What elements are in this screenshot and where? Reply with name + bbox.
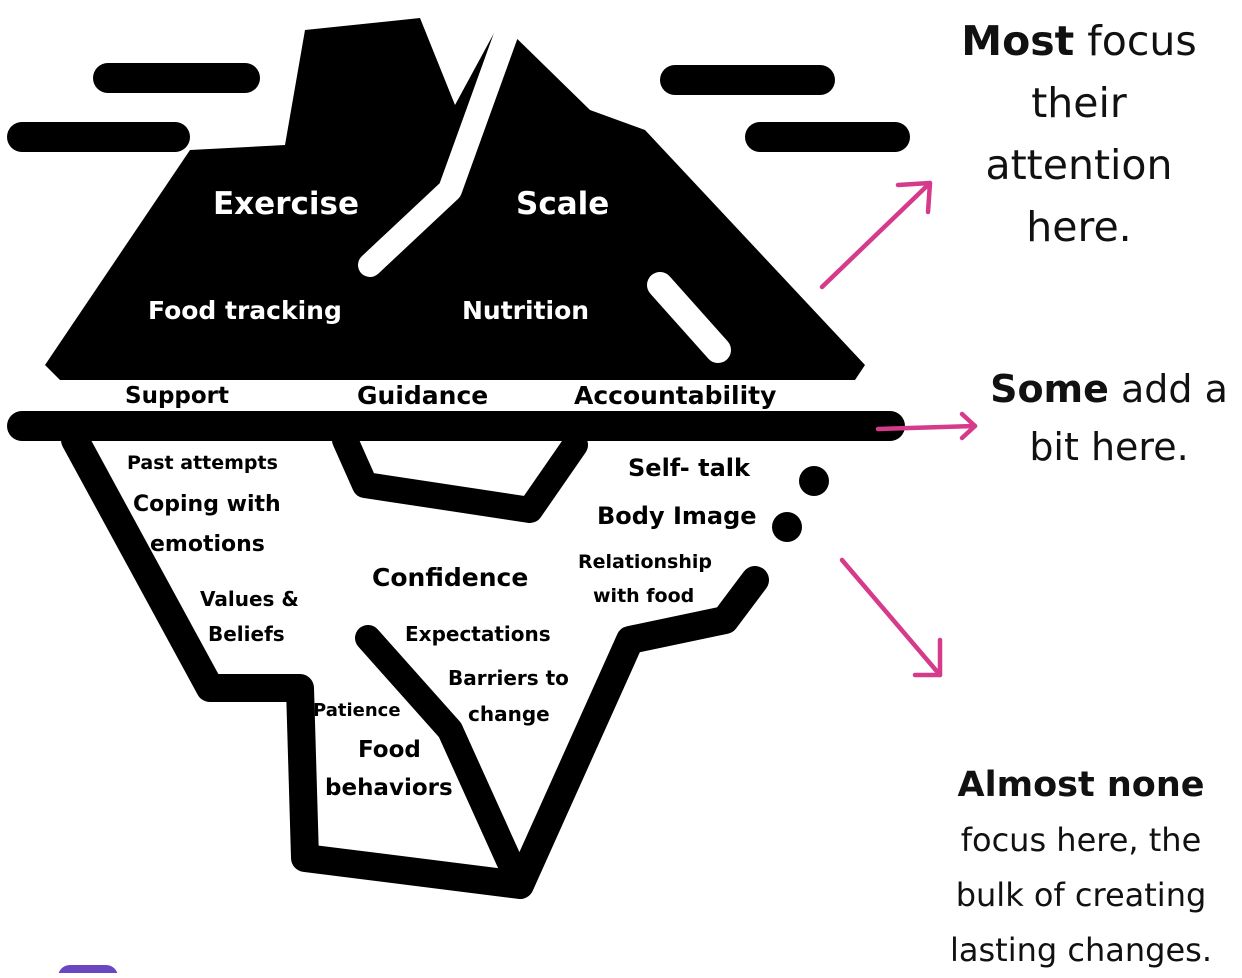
label-barriers-2: change xyxy=(468,702,550,726)
label-nutrition: Nutrition xyxy=(462,296,590,325)
inner-crack xyxy=(355,625,533,898)
label-self-talk: Self- talk xyxy=(628,454,750,482)
label-coping-2: emotions xyxy=(150,532,265,557)
label-scale: Scale xyxy=(516,186,610,222)
note-none-line-2: focus here, the xyxy=(960,821,1202,859)
note-none-bold: Almost none xyxy=(957,765,1205,805)
label-support: Support xyxy=(125,383,230,409)
iceberg-highlight xyxy=(647,272,731,363)
label-values-1: Values & xyxy=(200,587,299,611)
note-some-rest: add a xyxy=(1108,367,1228,411)
label-relationship-1: Relationship xyxy=(578,551,712,573)
label-food-behaviors-2: behaviors xyxy=(325,775,453,801)
label-accountability: Accountability xyxy=(574,381,777,410)
label-barriers-1: Barriers to xyxy=(448,666,569,690)
inner-pocket xyxy=(332,427,588,523)
label-values-2: Beliefs xyxy=(208,622,285,646)
note-most-line-3: attention xyxy=(985,141,1173,189)
label-expectations: Expectations xyxy=(405,622,551,646)
label-food-tracking: Food tracking xyxy=(148,296,342,325)
arrow-most xyxy=(819,180,933,290)
bubble xyxy=(772,512,802,542)
note-most: Most focus their attention here. xyxy=(948,10,1210,258)
note-most-rest: focus xyxy=(1074,17,1197,65)
note-none-line-3: bulk of creating xyxy=(955,876,1207,914)
label-exercise: Exercise xyxy=(213,186,359,222)
note-some-line-2: bit here. xyxy=(1029,425,1189,469)
note-none-line-4: lasting changes. xyxy=(950,931,1212,969)
arrow-some xyxy=(875,411,978,441)
label-guidance: Guidance xyxy=(357,381,489,410)
note-some: Some add a bit here. xyxy=(978,360,1240,476)
submerged-outline xyxy=(61,426,769,899)
iceberg-crack xyxy=(358,0,527,277)
logo-badge xyxy=(58,965,118,973)
label-body-image: Body Image xyxy=(597,502,757,530)
bubble xyxy=(799,466,829,496)
note-some-bold: Some xyxy=(990,367,1109,411)
note-none: Almost none focus here, the bulk of crea… xyxy=(920,758,1242,978)
label-past-attempts: Past attempts xyxy=(127,452,278,474)
label-relationship-2: with food xyxy=(593,585,695,607)
label-coping-1: Coping with xyxy=(133,492,281,517)
arrow-none xyxy=(839,557,943,678)
label-confidence: Confidence xyxy=(372,563,529,592)
label-patience: Patience xyxy=(313,700,401,721)
note-most-bold: Most xyxy=(961,17,1075,65)
note-most-line-4: here. xyxy=(1026,203,1132,251)
note-most-line-2: their xyxy=(1031,79,1127,127)
label-food-behaviors-1: Food xyxy=(358,737,421,763)
